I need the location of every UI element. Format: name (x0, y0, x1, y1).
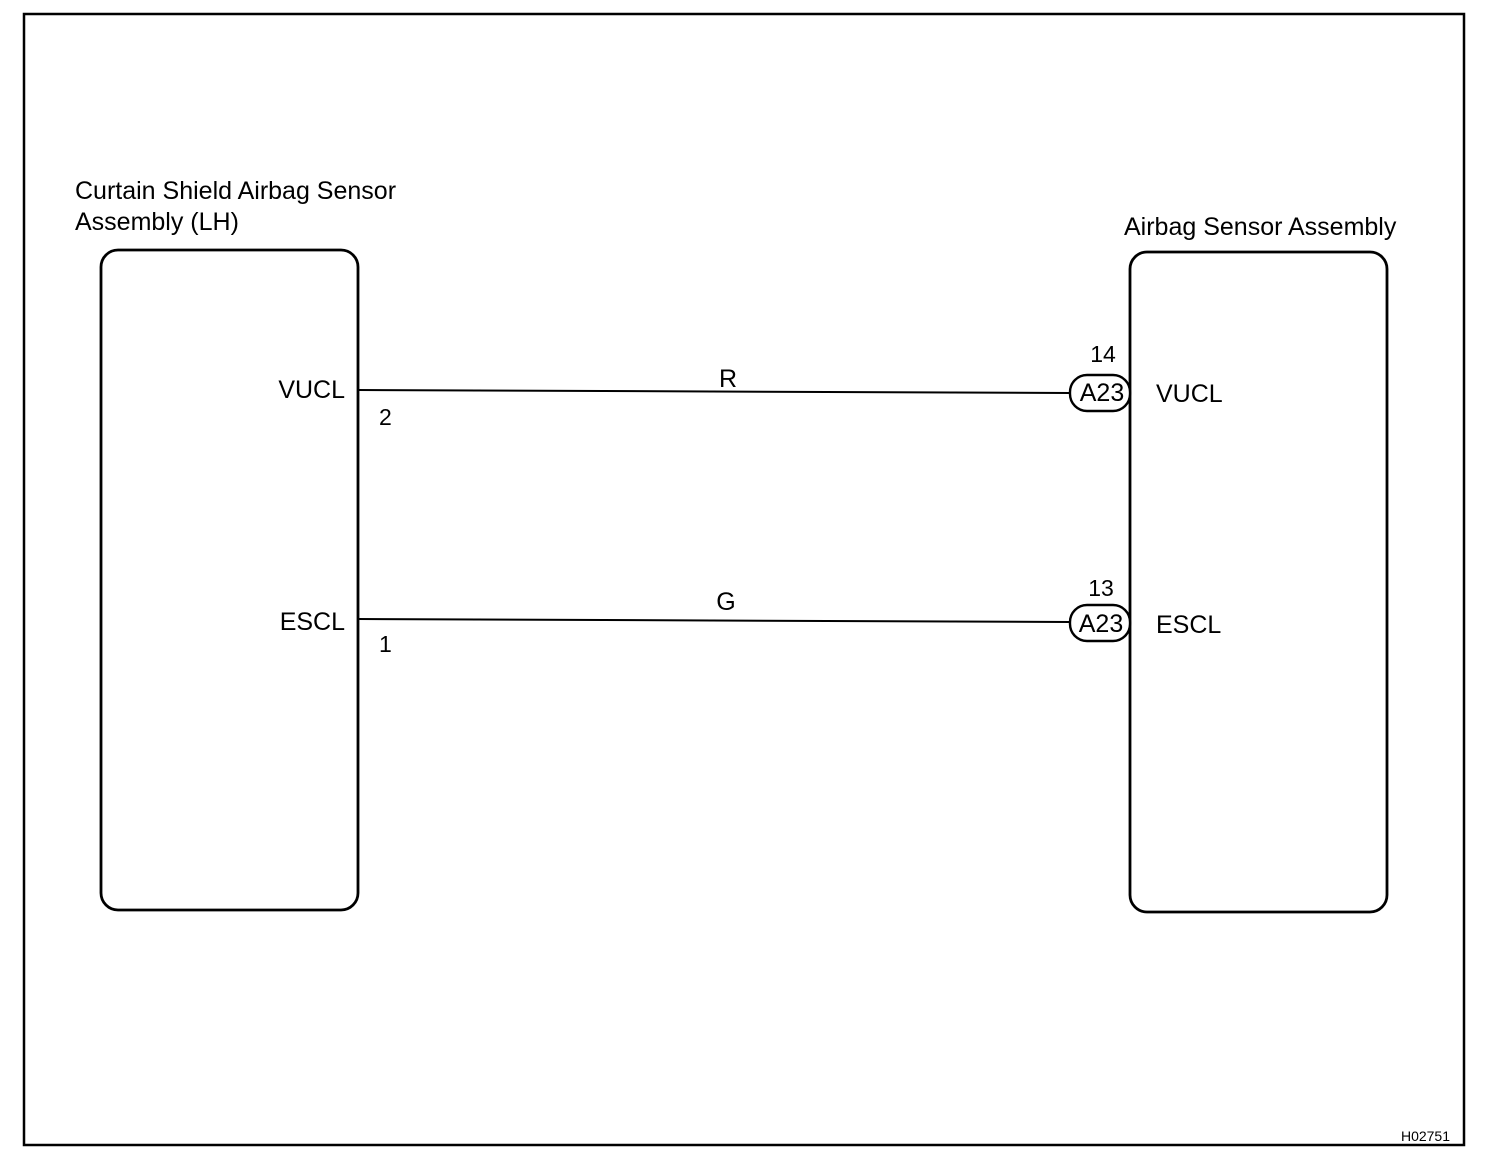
left-terminal-vucl-pin: 2 (379, 404, 392, 430)
wire-vucl-color-code: R (719, 365, 737, 393)
right-component-box (1128, 250, 1389, 914)
wire-vucl: R (357, 365, 1071, 394)
wire-vucl-line (357, 389, 1071, 394)
wire-escl-line (357, 618, 1071, 623)
right-terminal-escl-pin: 13 (1088, 575, 1114, 601)
figure-code: H02751 (1401, 1128, 1450, 1144)
left-component: Curtain Shield Airbag Sensor Assembly (L… (75, 177, 396, 912)
connector-a23-escl-label: A23 (1079, 610, 1123, 638)
right-terminal-vucl-pin: 14 (1090, 341, 1116, 367)
left-terminal-vucl-label: VUCL (278, 376, 345, 404)
wire-escl-color-code: G (716, 588, 735, 616)
left-terminal-escl-pin: 1 (379, 631, 392, 657)
right-component-title: Airbag Sensor Assembly (1124, 213, 1397, 241)
left-component-box (99, 248, 360, 912)
right-terminal-vucl-label: VUCL (1156, 380, 1223, 408)
connector-a23-vucl-label: A23 (1080, 379, 1124, 407)
left-terminal-escl-label: ESCL (280, 608, 345, 636)
right-terminal-escl-label: ESCL (1156, 611, 1221, 639)
diagram-frame (22, 12, 1466, 1147)
left-component-title-line1: Curtain Shield Airbag Sensor (75, 177, 396, 205)
connector-a23-vucl-outline (1068, 373, 1132, 413)
right-component: Airbag Sensor Assembly 14 A23 VUCL 13 A2… (1068, 213, 1397, 914)
wire-escl: G (357, 588, 1071, 623)
connector-a23-escl-outline (1068, 603, 1132, 643)
left-component-title-line2: Assembly (LH) (75, 208, 239, 236)
